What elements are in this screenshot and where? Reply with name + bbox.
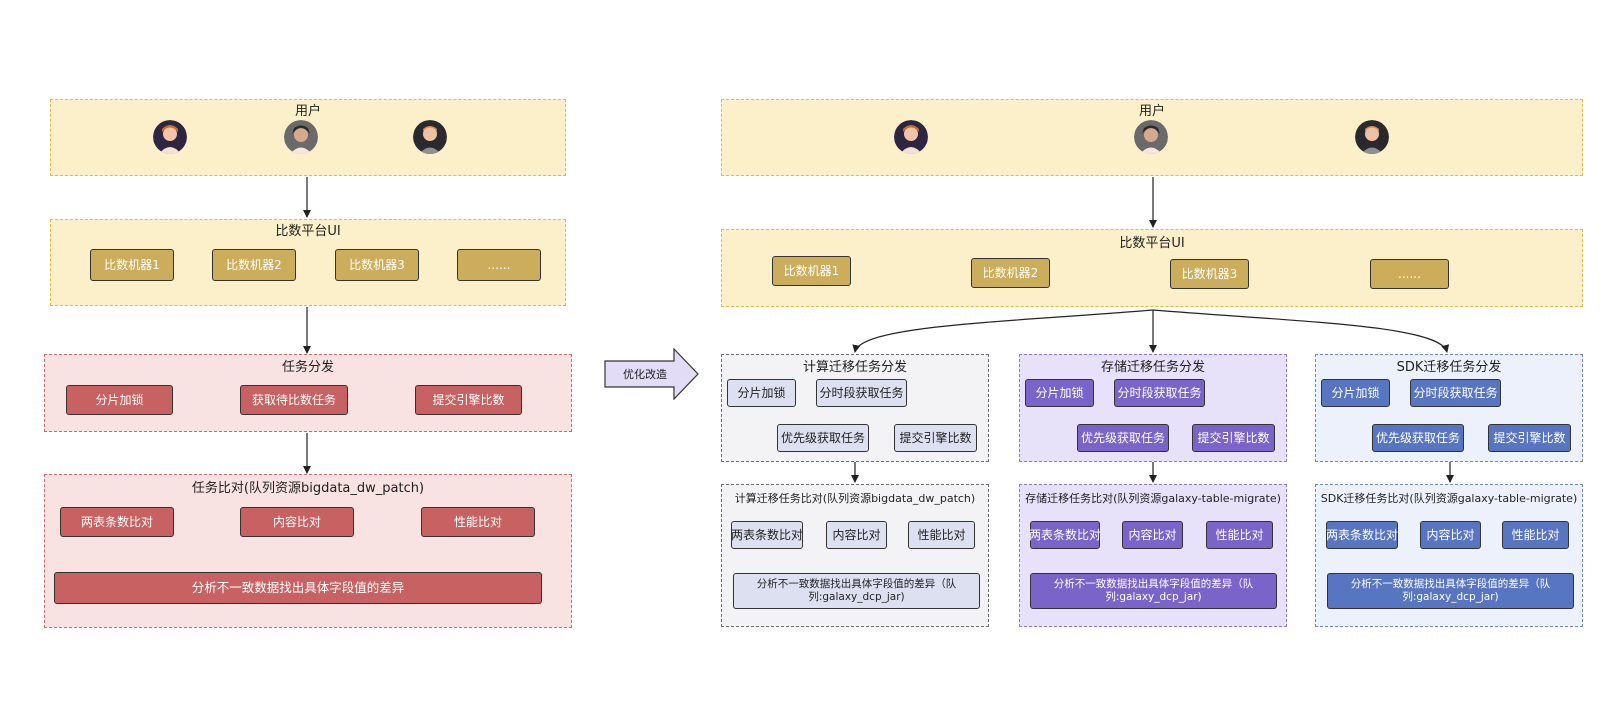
right-ui-title: 比数平台UI	[1119, 236, 1185, 251]
dispatch-step[interactable]: 提交引擎比数	[1192, 424, 1275, 452]
compare-step[interactable]: 性能比对	[908, 521, 975, 549]
dispatch-step[interactable]: 分片加锁	[727, 379, 796, 407]
dispatch-step[interactable]: 提交引擎比数	[415, 385, 522, 415]
dispatch-step[interactable]: 获取待比数任务	[240, 385, 348, 415]
dispatch-step[interactable]: 提交引擎比数	[1488, 424, 1571, 452]
dispatch-step[interactable]: 优先级获取任务	[1372, 424, 1464, 452]
machine-box[interactable]: ......	[457, 249, 541, 281]
compare-step[interactable]: 两表条数比对	[731, 521, 803, 549]
col2-dispatch-title: 存储迁移任务分发	[1100, 360, 1205, 375]
machine-box[interactable]: 比数机器2	[212, 249, 296, 281]
compare-step[interactable]: 性能比对	[1206, 521, 1273, 549]
analyze-box[interactable]: 分析不一致数据找出具体字段值的差异	[54, 572, 542, 604]
compare-step[interactable]: 内容比对	[1122, 521, 1183, 549]
machine-box[interactable]: 比数机器3	[335, 249, 419, 281]
machine-box[interactable]: 比数机器3	[1170, 259, 1249, 289]
compare-step[interactable]: 内容比对	[1420, 521, 1481, 549]
analyze-box[interactable]: 分析不一致数据找出具体字段值的差异（队列:galaxy_dcp_jar)	[1030, 573, 1277, 609]
dispatch-step[interactable]: 分片加锁	[66, 385, 173, 415]
col3-dispatch-title: SDK迁移任务分发	[1396, 360, 1502, 375]
dispatch-step[interactable]: 分时段获取任务	[1410, 379, 1501, 407]
dispatch-step[interactable]: 分片加锁	[1321, 379, 1390, 407]
arrow-icon	[1152, 309, 1450, 353]
analyze-box[interactable]: 分析不一致数据找出具体字段值的差异（队列:galaxy_dcp_jar)	[733, 573, 980, 609]
block-arrow-icon	[604, 348, 699, 400]
machine-box[interactable]: 比数机器1	[772, 256, 851, 286]
dispatch-step[interactable]: 分片加锁	[1025, 379, 1094, 407]
user-avatar-icon	[1355, 120, 1389, 154]
left-users-title: 用户	[294, 104, 321, 119]
right-users-title: 用户	[1138, 104, 1165, 119]
col2-compare-title: 存储迁移任务比对(队列资源galaxy-table-migrate)	[1025, 492, 1281, 505]
machine-box[interactable]: 比数机器2	[971, 258, 1050, 288]
machine-box[interactable]: 比数机器1	[90, 249, 174, 281]
compare-step[interactable]: 两表条数比对	[1326, 521, 1398, 549]
compare-step[interactable]: 内容比对	[240, 507, 354, 537]
dispatch-step[interactable]: 优先级获取任务	[1077, 424, 1169, 452]
optimize-label: 优化改造	[623, 368, 667, 381]
machine-box[interactable]: ......	[1370, 259, 1449, 289]
user-avatar-icon	[413, 120, 447, 154]
left-compare-title: 任务比对(队列资源bigdata_dw_patch)	[191, 481, 425, 496]
arrow-icon	[852, 309, 1154, 353]
compare-step[interactable]: 性能比对	[421, 507, 535, 537]
analyze-box[interactable]: 分析不一致数据找出具体字段值的差异（队列:galaxy_dcp_jar)	[1327, 573, 1574, 609]
left-ui-title: 比数平台UI	[275, 224, 341, 239]
user-avatar-icon	[1134, 120, 1168, 154]
optimize-arrow: 优化改造	[604, 348, 700, 400]
user-avatar-icon	[284, 120, 318, 154]
compare-step[interactable]: 两表条数比对	[60, 507, 174, 537]
col3-compare-title: SDK迁移任务比对(队列资源galaxy-table-migrate)	[1320, 492, 1578, 505]
dispatch-step[interactable]: 分时段获取任务	[816, 379, 907, 407]
user-avatar-icon	[894, 120, 928, 154]
left-compare-panel: 任务比对(队列资源bigdata_dw_patch)	[44, 474, 572, 628]
compare-step[interactable]: 性能比对	[1502, 521, 1569, 549]
dispatch-step[interactable]: 优先级获取任务	[777, 424, 869, 452]
left-dispatch-title: 任务分发	[281, 360, 334, 375]
compare-step[interactable]: 内容比对	[826, 521, 887, 549]
col1-compare-title: 计算迁移任务比对(队列资源bigdata_dw_patch)	[734, 492, 976, 505]
col1-dispatch-title: 计算迁移任务分发	[802, 360, 907, 375]
dispatch-step[interactable]: 分时段获取任务	[1114, 379, 1205, 407]
user-avatar-icon	[153, 120, 187, 154]
dispatch-step[interactable]: 提交引擎比数	[894, 424, 977, 452]
compare-step[interactable]: 两表条数比对	[1029, 521, 1101, 549]
